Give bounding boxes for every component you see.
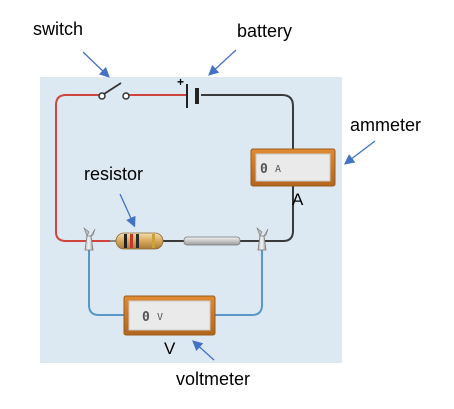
resistor-body bbox=[115, 232, 164, 250]
ammeter-screen bbox=[255, 153, 331, 182]
arrow-battery bbox=[208, 49, 237, 76]
black-wire-bottom bbox=[240, 186, 294, 242]
resistor-band-4 bbox=[152, 234, 155, 248]
label-switch: switch bbox=[33, 19, 83, 39]
label-battery: battery bbox=[237, 21, 292, 41]
ammeter-tag: A bbox=[292, 190, 304, 209]
red-wire bbox=[55, 94, 110, 242]
voltmeter-tag: V bbox=[164, 339, 176, 358]
resistor-band-1 bbox=[124, 234, 127, 248]
resistor-band-3 bbox=[136, 234, 139, 248]
black-wire-top bbox=[201, 94, 294, 150]
battery-plus-sign: + bbox=[177, 75, 184, 89]
ammeter-reading: 0 bbox=[260, 162, 268, 177]
ammeter-unit: A bbox=[275, 164, 281, 175]
blue-wire-left bbox=[88, 250, 125, 316]
switch[interactable] bbox=[98, 82, 130, 100]
conductor-bar bbox=[183, 236, 241, 246]
ammeter: 0 A bbox=[250, 148, 336, 187]
voltmeter-reading: 0 bbox=[142, 310, 150, 325]
arrow-voltmeter bbox=[192, 340, 215, 361]
resistor-band-2 bbox=[130, 234, 133, 248]
arrow-switch bbox=[82, 51, 110, 78]
resistor bbox=[110, 232, 164, 250]
arrow-resistor bbox=[119, 193, 136, 228]
voltmeter-screen bbox=[128, 300, 211, 331]
switch-terminal-left bbox=[98, 92, 106, 100]
arrow-ammeter bbox=[343, 140, 376, 165]
voltmeter: 0 V bbox=[123, 295, 216, 336]
clip-left bbox=[83, 227, 96, 251]
label-ammeter: ammeter bbox=[350, 115, 421, 135]
battery: + bbox=[177, 75, 199, 108]
voltmeter-unit: V bbox=[157, 312, 163, 323]
switch-terminal-right bbox=[122, 92, 130, 100]
switch-lever bbox=[103, 82, 122, 95]
label-voltmeter: voltmeter bbox=[176, 369, 250, 389]
blue-wire-right bbox=[214, 250, 263, 316]
label-resistor: resistor bbox=[84, 164, 143, 184]
clip-right bbox=[256, 227, 269, 251]
